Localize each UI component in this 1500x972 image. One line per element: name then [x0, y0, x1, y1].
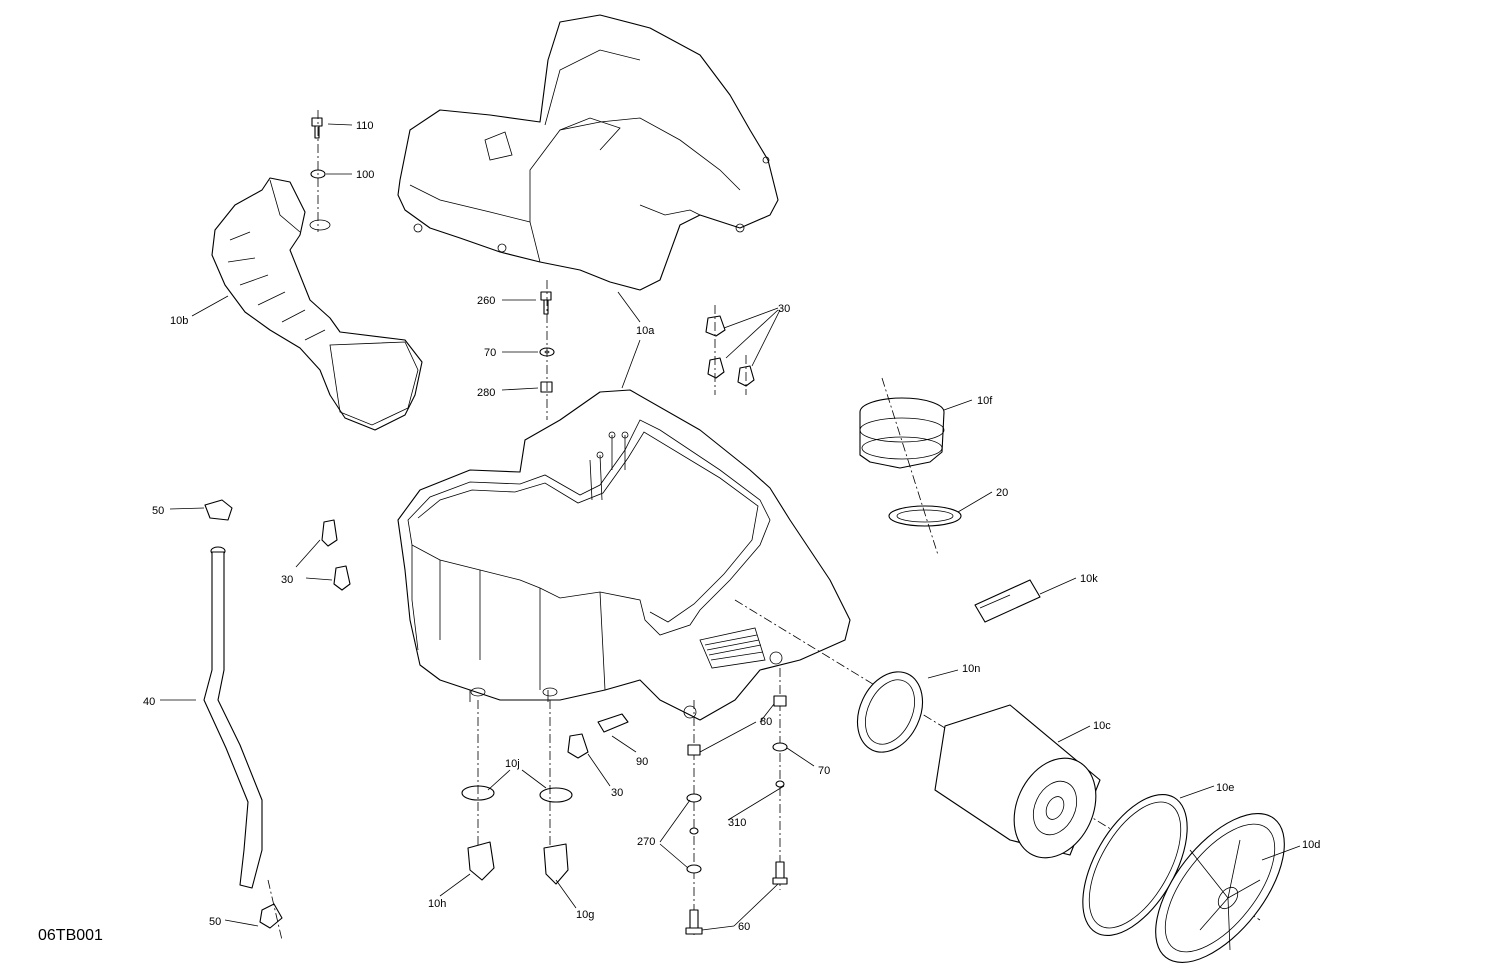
callout-10e: 10e [1216, 782, 1234, 794]
screw-washer-stack [539, 280, 555, 420]
callout-30-left: 30 [281, 574, 293, 586]
callout-10b: 10b [170, 315, 188, 327]
callout-50-lower: 50 [209, 916, 221, 928]
callout-30-lower: 30 [611, 787, 623, 799]
callout-10n: 10n [962, 663, 980, 675]
callout-labels: 110 100 10b 10a 260 70 280 30 10f 20 50 … [143, 120, 1320, 933]
leader-lines [160, 123, 1301, 931]
callout-70-upper: 70 [484, 347, 496, 359]
diagram-code: 06TB001 [38, 927, 103, 944]
callout-10j: 10j [505, 758, 520, 770]
callout-10f: 10f [977, 395, 993, 407]
mount-hardware-stack [685, 668, 788, 935]
callout-10g: 10g [576, 909, 594, 921]
bolt-washer-top [310, 110, 326, 232]
callout-10a: 10a [636, 325, 655, 337]
filter-assembly [734, 599, 1285, 963]
callout-40: 40 [143, 696, 155, 708]
callout-100: 100 [356, 169, 374, 181]
intake-duct [211, 177, 423, 431]
callout-70-lower: 70 [818, 765, 830, 777]
callout-110: 110 [356, 120, 374, 132]
drain-caps [461, 700, 573, 885]
callout-260: 260 [477, 295, 495, 307]
callout-50-upper: 50 [152, 505, 164, 517]
callout-90: 90 [636, 756, 648, 768]
callout-30-upper: 30 [778, 303, 790, 315]
callout-10c: 10c [1093, 720, 1111, 732]
clip-screw-90 [567, 713, 629, 759]
clip-group-left [321, 519, 351, 591]
airbox-base [397, 389, 851, 721]
callout-310: 310 [728, 817, 746, 829]
label-plate [974, 579, 1041, 623]
callout-10h: 10h [428, 898, 446, 910]
callout-270: 270 [637, 836, 655, 848]
callout-10d: 10d [1302, 839, 1320, 851]
clip-group-upper [705, 305, 755, 395]
callout-60: 60 [738, 921, 750, 933]
callout-10k: 10k [1080, 573, 1098, 585]
inlet-boot [859, 377, 962, 556]
drain-hose [203, 499, 283, 941]
callout-280: 280 [477, 387, 495, 399]
callout-80: 80 [760, 716, 772, 728]
airbox-cover [397, 14, 779, 291]
callout-20: 20 [996, 487, 1008, 499]
